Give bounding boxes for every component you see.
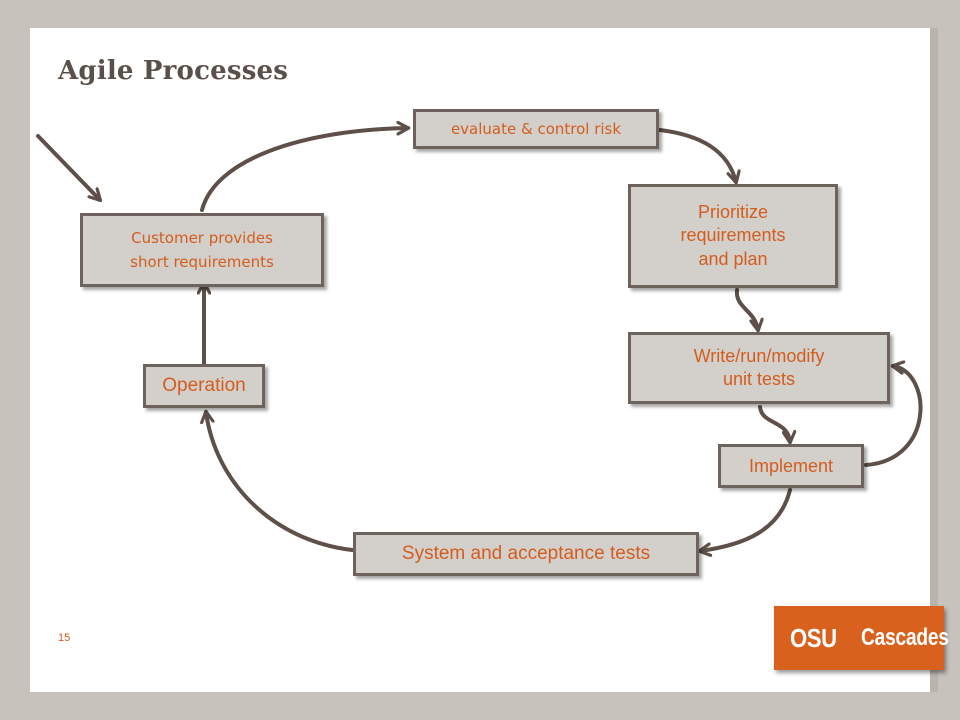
box-implement: Implement: [718, 444, 864, 488]
arrow-customer-to-evaluate: [200, 128, 408, 212]
logo-cascades-text: Cascades: [860, 624, 949, 651]
arrow-prioritize-to-tests: [734, 288, 758, 330]
page-number: 15: [58, 632, 71, 644]
box-prioritize: Prioritize requirements and plan: [628, 184, 838, 288]
box-unit-tests: Write/run/modify unit tests: [628, 332, 890, 404]
box-prioritize-label: Prioritize requirements and plan: [680, 201, 786, 269]
osu-cascades-logo: OSU Cascades: [774, 606, 949, 670]
box-system-tests: System and acceptance tests: [353, 532, 699, 576]
arrow-entry: [36, 134, 100, 200]
box-customer-requirements: Customer provides short requirements: [80, 213, 324, 287]
box-operation-label: Operation: [162, 375, 246, 397]
arrow-implement-loop: [864, 366, 923, 467]
slide-title: Agile Processes: [58, 56, 289, 86]
arrow-tests-to-implement: [758, 405, 790, 442]
box-evaluate-risk-label: evaluate & control risk: [450, 119, 622, 138]
box-evaluate-risk: evaluate & control risk: [413, 109, 659, 149]
logo-osu-text: OSU: [790, 622, 837, 653]
arrow-system-to-operation: [206, 412, 354, 552]
box-customer-requirements-label: Customer provides short requirements: [130, 229, 274, 271]
box-implement-label: Implement: [748, 455, 834, 476]
arrow-implement-to-system: [700, 488, 792, 551]
box-unit-tests-label: Write/run/modify unit tests: [693, 345, 825, 389]
slide-shadow: [930, 28, 938, 692]
arrow-evaluate-to-prioritize: [658, 128, 736, 182]
box-operation: Operation: [143, 364, 265, 408]
box-system-tests-label: System and acceptance tests: [401, 543, 651, 565]
